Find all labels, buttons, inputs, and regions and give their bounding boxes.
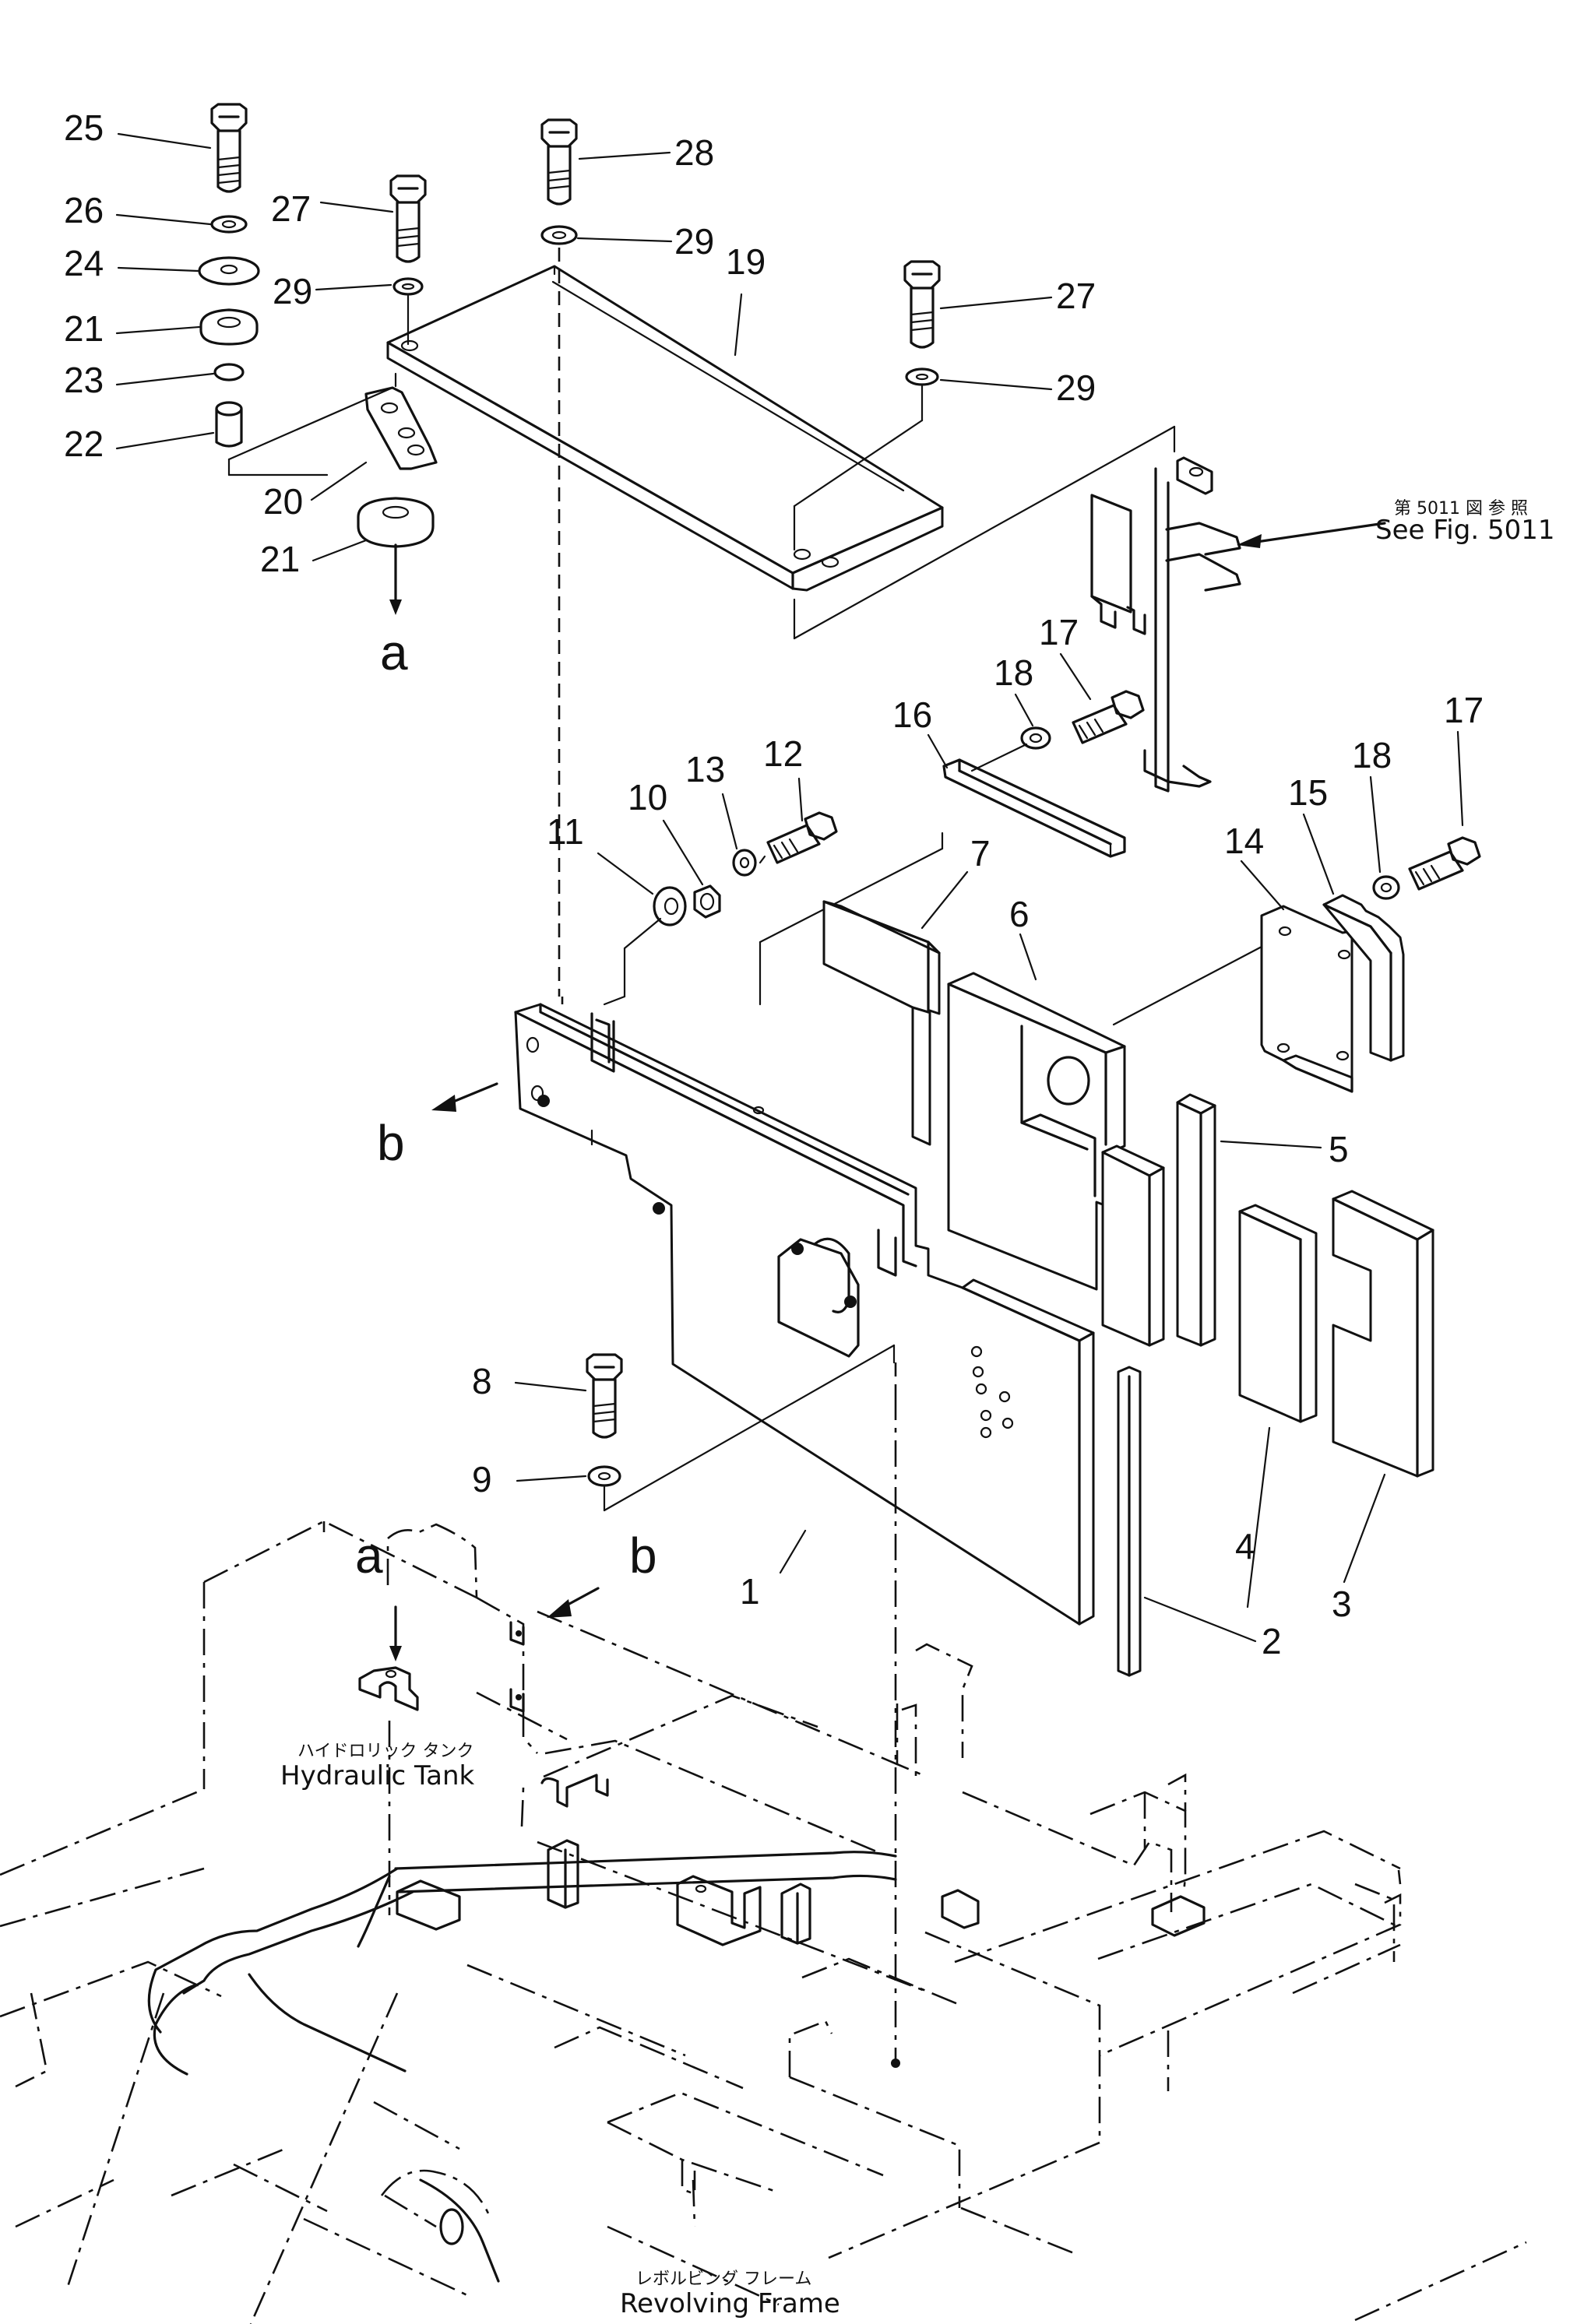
ref-b-tank: b bbox=[629, 1528, 657, 1584]
label-29-mid: 29 bbox=[674, 221, 714, 262]
label-1: 1 bbox=[740, 1571, 760, 1612]
washer-29-mid bbox=[540, 225, 578, 245]
bolt-25 bbox=[210, 103, 248, 193]
label-17-lower: 17 bbox=[1444, 690, 1484, 730]
label-5: 5 bbox=[1329, 1129, 1349, 1169]
label-25: 25 bbox=[64, 107, 104, 148]
see-fig-en: See Fig. 5011 bbox=[1375, 515, 1554, 546]
pad-7 bbox=[822, 900, 941, 1146]
pad-6 bbox=[947, 972, 1126, 1291]
ring-23 bbox=[213, 363, 245, 381]
label-29-left: 29 bbox=[273, 271, 312, 311]
washer-13 bbox=[732, 849, 757, 877]
label-21-upper: 21 bbox=[64, 308, 104, 349]
cover-15 bbox=[1322, 894, 1405, 1062]
bolt-12 bbox=[766, 811, 838, 864]
cushion-21-upper bbox=[199, 308, 259, 346]
label-19: 19 bbox=[726, 241, 766, 282]
label-16: 16 bbox=[892, 694, 932, 735]
frame-1 bbox=[514, 1003, 1095, 1626]
label-6: 6 bbox=[1009, 894, 1030, 934]
label-26: 26 bbox=[64, 190, 104, 230]
label-11: 11 bbox=[547, 811, 584, 852]
cover-14 bbox=[1260, 905, 1353, 1093]
pad-6-lower bbox=[1101, 1144, 1165, 1347]
ref-a-top: a bbox=[380, 624, 408, 680]
bolt-28 bbox=[540, 118, 578, 206]
washer-11 bbox=[653, 886, 687, 926]
bar-16 bbox=[942, 758, 1126, 858]
ref-b-left: b bbox=[377, 1115, 405, 1171]
label-17-upper: 17 bbox=[1039, 612, 1079, 652]
strip-2 bbox=[1117, 1366, 1142, 1677]
label-3: 3 bbox=[1332, 1584, 1352, 1624]
cushion-21-lower bbox=[357, 497, 435, 548]
bolt-27-right bbox=[903, 260, 941, 349]
washer-24 bbox=[198, 256, 260, 286]
label-14: 14 bbox=[1224, 821, 1264, 861]
label-27-left: 27 bbox=[271, 188, 311, 229]
frame-brackets bbox=[396, 1774, 1206, 1946]
label-13: 13 bbox=[685, 749, 725, 789]
washer-18-upper bbox=[1020, 726, 1051, 750]
label-2: 2 bbox=[1262, 1621, 1282, 1661]
bolt-8 bbox=[586, 1353, 623, 1439]
bracket-20 bbox=[364, 386, 438, 470]
ref-a-tank: a bbox=[355, 1528, 383, 1584]
tank-clips bbox=[509, 1621, 525, 1713]
revolving-frame bbox=[0, 1610, 1527, 2324]
label-7: 7 bbox=[970, 833, 991, 874]
see-fig-5011-assembly bbox=[1090, 456, 1241, 793]
label-24: 24 bbox=[64, 243, 104, 283]
hydraulic-tank bbox=[202, 1520, 538, 1915]
label-15: 15 bbox=[1288, 772, 1328, 813]
hydraulic-tank-en: Hydraulic Tank bbox=[280, 1760, 475, 1791]
label-10: 10 bbox=[628, 777, 667, 817]
washer-29-right bbox=[905, 367, 939, 386]
label-29-right: 29 bbox=[1056, 367, 1096, 408]
tank-bracket bbox=[358, 1666, 419, 1711]
label-20: 20 bbox=[263, 481, 303, 522]
washer-18-lower bbox=[1372, 875, 1400, 900]
label-18-upper: 18 bbox=[994, 652, 1033, 693]
label-4: 4 bbox=[1235, 1526, 1255, 1566]
plate-19 bbox=[386, 265, 944, 592]
collar-22 bbox=[215, 401, 243, 448]
label-28: 28 bbox=[674, 132, 714, 173]
see-fig-jp: 第 5011 図 参 照 bbox=[1394, 499, 1528, 519]
pad-4 bbox=[1238, 1204, 1318, 1423]
label-22: 22 bbox=[64, 424, 104, 464]
label-27-right: 27 bbox=[1056, 276, 1096, 316]
label-12: 12 bbox=[763, 733, 803, 774]
label-18-lower: 18 bbox=[1352, 735, 1392, 775]
label-21-lower: 21 bbox=[260, 539, 300, 579]
washer-9 bbox=[587, 1465, 621, 1487]
pad-5 bbox=[1176, 1093, 1216, 1347]
bolt-17-upper bbox=[1072, 690, 1145, 744]
pad-3 bbox=[1332, 1190, 1434, 1478]
washer-29-left bbox=[392, 277, 424, 296]
revolving-frame-en: Revolving Frame bbox=[620, 2288, 840, 2319]
washer-26 bbox=[210, 215, 248, 234]
label-8: 8 bbox=[472, 1361, 492, 1401]
label-23: 23 bbox=[64, 360, 104, 400]
bolt-27-left bbox=[389, 174, 427, 263]
nut-10 bbox=[693, 884, 721, 919]
bolt-17-lower bbox=[1408, 836, 1481, 891]
hydraulic-tank-jp: ハイドロリック タンク bbox=[297, 1742, 474, 1761]
label-9: 9 bbox=[472, 1459, 492, 1500]
frame-corner bbox=[380, 2169, 492, 2245]
hose bbox=[147, 1851, 897, 2283]
revolving-frame-jp: レボルビング フレーム bbox=[635, 2270, 811, 2289]
